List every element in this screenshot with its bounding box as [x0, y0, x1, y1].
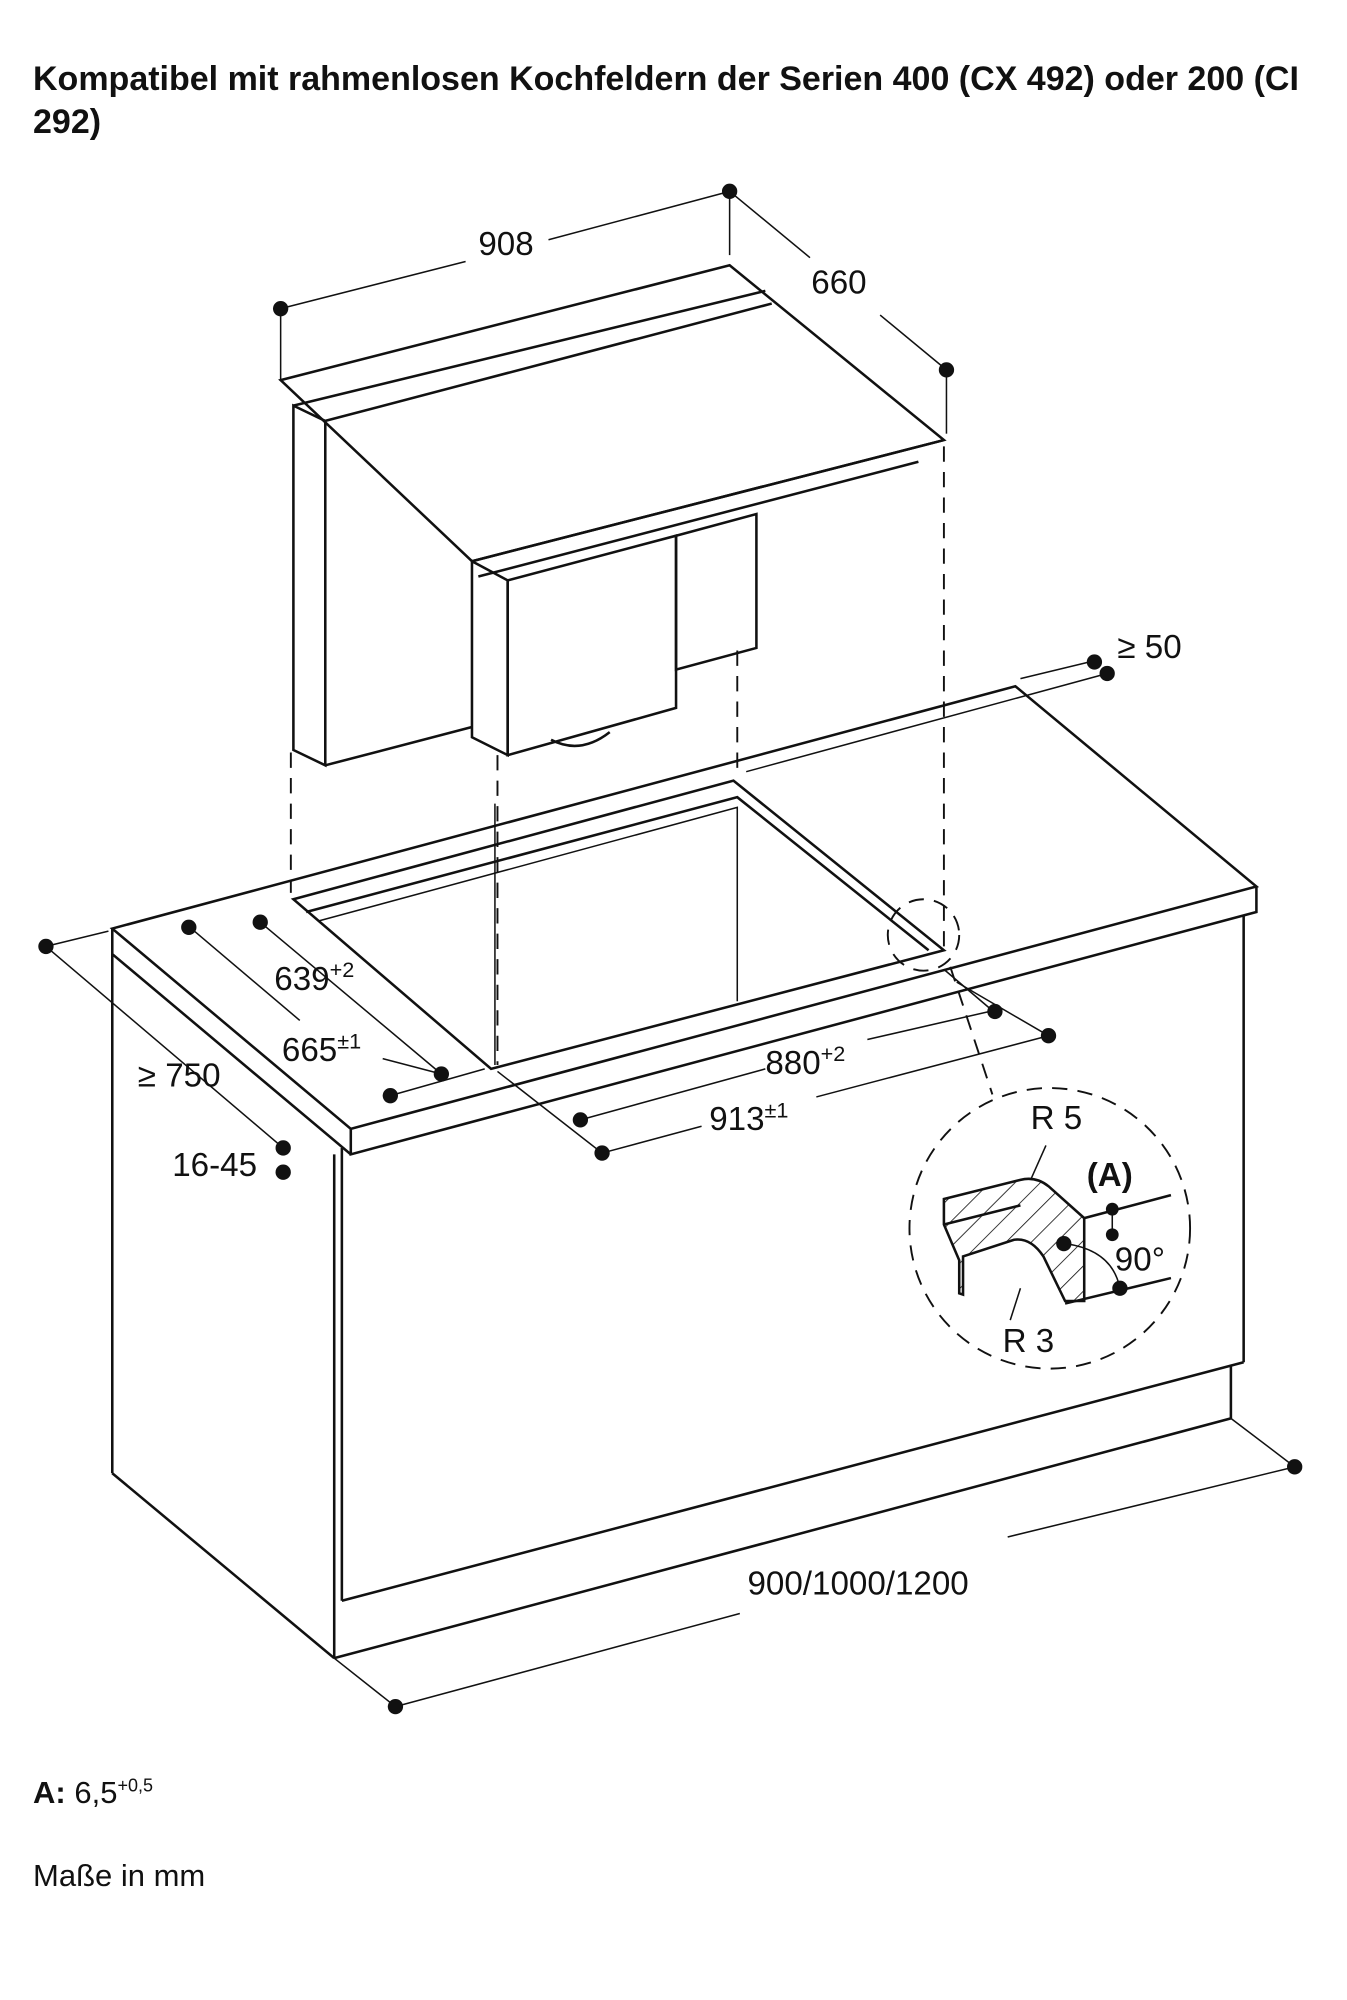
dim-cutout-depth-inner: 639+2: [274, 957, 354, 998]
detail-marker-a: (A): [1087, 1157, 1133, 1194]
dim-cabinet-width: 900/1000/1200: [747, 1565, 968, 1602]
dim-cutout-width-outer: 913±1: [709, 1097, 788, 1138]
dim-hob-depth: 660: [811, 264, 866, 301]
dim-cutout-width-inner: 880+2: [765, 1041, 845, 1082]
dimension-lines: [38, 183, 1303, 1715]
countertop: [109, 684, 1260, 1156]
projection-lines: [289, 446, 945, 1066]
detail-radius-top: R 5: [1031, 1100, 1083, 1137]
hob: [278, 263, 947, 768]
dim-cutout-depth-outer: 665±1: [282, 1028, 361, 1069]
dim-counter-thickness: 16-45: [172, 1147, 257, 1184]
edge-detail: [886, 898, 1192, 1370]
dim-counter-depth: ≥ 750: [138, 1058, 221, 1095]
detail-angle: 90°: [1115, 1241, 1165, 1278]
cabinet: [111, 915, 1245, 1660]
dim-hob-width: 908: [478, 226, 533, 263]
detail-radius-bottom: R 3: [1003, 1323, 1055, 1360]
dim-rear-clearance: ≥ 50: [1117, 629, 1181, 666]
footnote-a: A: 6,5+0,5: [33, 1775, 153, 1810]
page-title: Kompatibel mit rahmenlosen Kochfeldern d…: [33, 60, 1299, 141]
footnote-units: Maße in mm: [33, 1858, 206, 1893]
